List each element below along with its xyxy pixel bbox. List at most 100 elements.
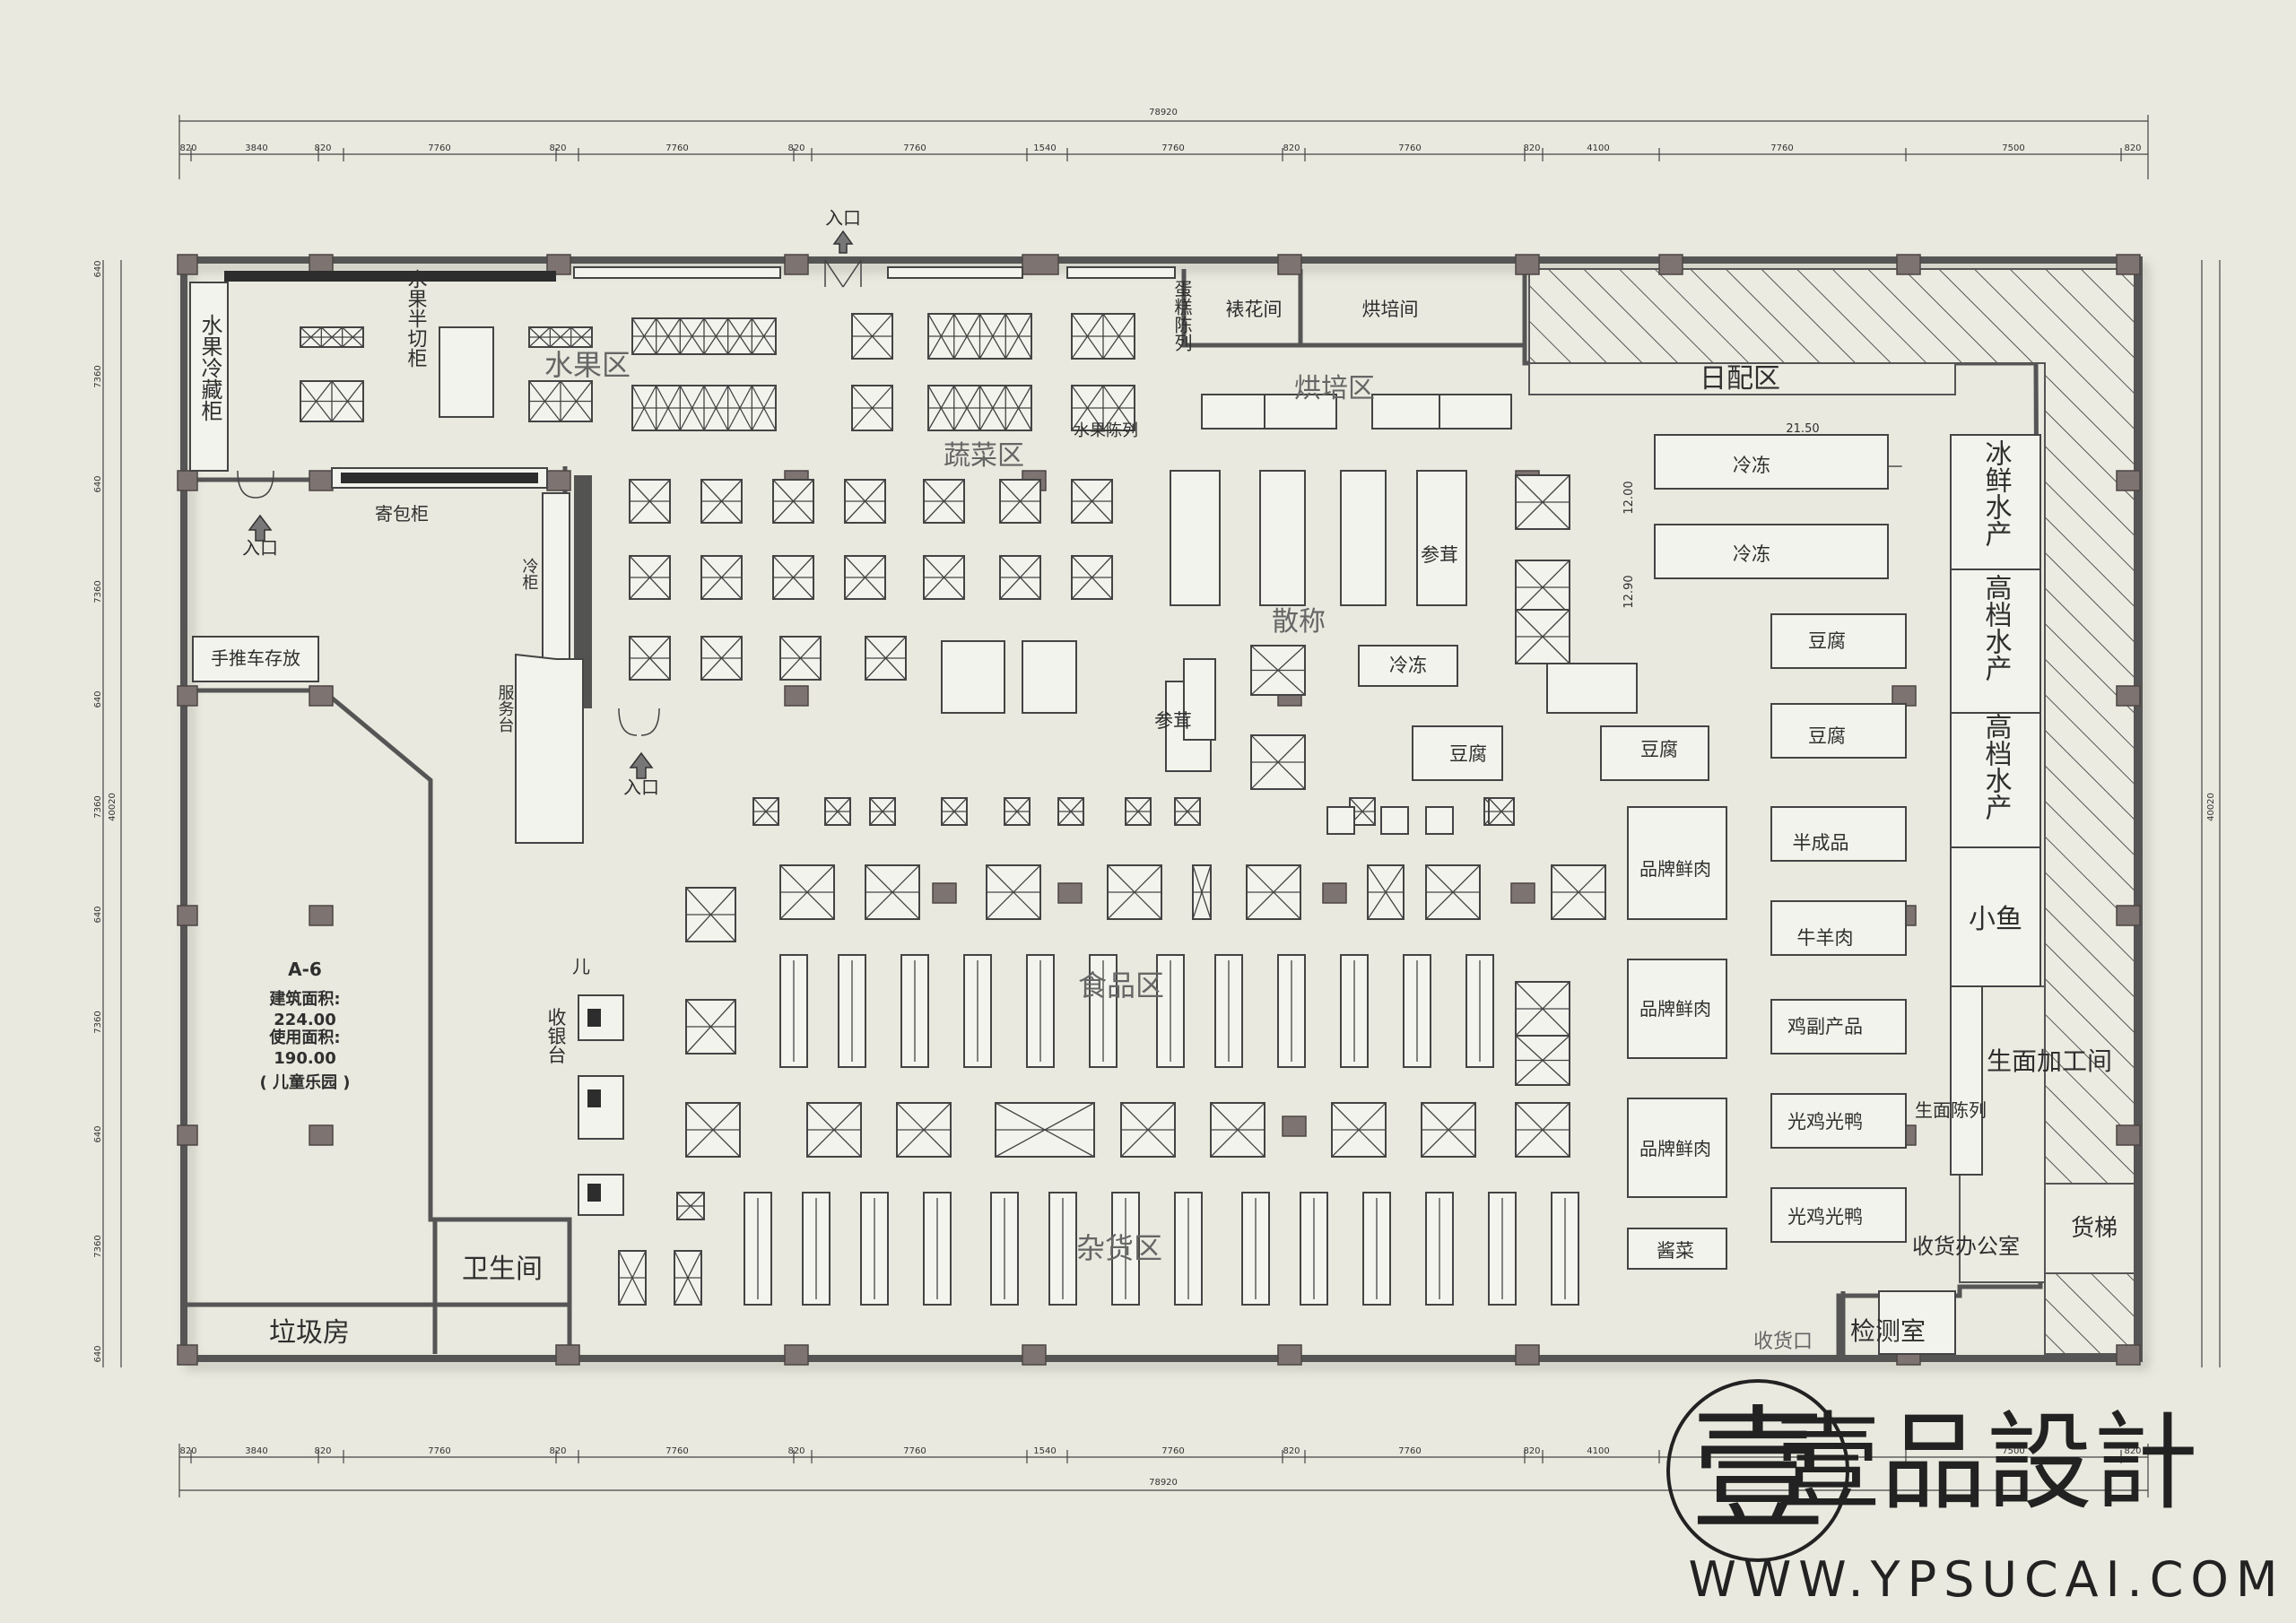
dim-label: 820 (787, 1446, 804, 1456)
shelf-unit (1340, 954, 1369, 1068)
dim-label: 640 (93, 260, 103, 277)
display-case (806, 1102, 862, 1158)
dim-12-90: 12.90 (1622, 575, 1636, 608)
display-case (1004, 797, 1031, 826)
shelf-unit (963, 954, 992, 1068)
food-zone-label: 食品区 (1078, 968, 1164, 1002)
shelf-unit (1048, 1192, 1077, 1306)
overall-dim-bottom: 78920 (1149, 1478, 1178, 1488)
service-desk (192, 636, 624, 1216)
dim-label: 7360 (93, 1011, 103, 1033)
bake-zone-label: 烘培区 (1294, 373, 1375, 404)
display-fixtures (300, 313, 1692, 1306)
dimension-ticks (190, 148, 2122, 1463)
shelf-unit (1300, 1192, 1328, 1306)
brand-meat-label-1: 品牌鲜肉 (1639, 858, 1711, 880)
display-case (1515, 981, 1570, 1037)
display-case (1125, 797, 1152, 826)
display-case (927, 385, 1032, 431)
display-case (752, 797, 779, 826)
display-case (779, 636, 822, 681)
area-labels: 水果冷藏柜 水果半切柜 水果区 蔬菜区 水果陈列 蛋糕陈列 裱花间 烘培间 烘培… (197, 207, 2118, 1353)
display-case (1515, 474, 1570, 530)
room-a6-id: A-6 (288, 959, 322, 980)
dim-label: 640 (93, 906, 103, 923)
dim-label: 4100 (1587, 143, 1609, 153)
shelf-unit (1488, 1192, 1517, 1306)
cake-display-label: 蛋糕陈列 (1171, 280, 1193, 352)
dimension-labels-top: 78920 820 3840 820 7760 820 7760 820 776… (179, 108, 2141, 153)
room-a6-area1: 224.00 (274, 1011, 335, 1029)
toilet-label: 卫生间 (462, 1254, 543, 1285)
tofu-label-1: 豆腐 (1808, 630, 1846, 652)
shelf-unit (900, 954, 929, 1068)
dimension-lines (102, 115, 2221, 1497)
shelf-unit (1403, 954, 1431, 1068)
shelf-unit (1277, 954, 1306, 1068)
entrance-label-3: 入口 (623, 777, 659, 798)
dimension-labels-side: 40020 40020 640 7360 640 7360 640 7360 6… (93, 260, 2216, 1362)
beef-label: 牛羊肉 (1797, 927, 1854, 949)
receiving-office-label: 收货办公室 (1912, 1234, 2020, 1259)
counter (1340, 470, 1387, 606)
garbage-label: 垃圾房 (269, 1317, 350, 1349)
dim-label: 7760 (1161, 143, 1184, 153)
display-case (1515, 609, 1570, 664)
locker-label: 寄包柜 (375, 503, 429, 525)
room-a6-name: ( 儿童乐园 ) (260, 1072, 351, 1092)
duck-label-1: 光鸡光鸭 (1787, 1111, 1863, 1133)
inspection-label: 检测室 (1850, 1316, 1926, 1346)
display-case (1192, 864, 1212, 920)
dimension-labels-bottom: 820 3840 820 7760 820 7760 820 7760 1540… (179, 1446, 2141, 1488)
kids-mark: 儿 (572, 956, 590, 977)
shelf-unit (1214, 954, 1243, 1068)
shelf-unit (923, 1192, 952, 1306)
shelf-unit (860, 1192, 889, 1306)
fruit-zone-label: 水果区 (544, 348, 631, 382)
entrance-arrow-icons (248, 230, 854, 779)
shelf-unit (1362, 1192, 1391, 1306)
dim-label: 7360 (93, 580, 103, 603)
dim-label: 820 (1523, 143, 1540, 153)
dim-label: 7760 (1161, 1446, 1184, 1456)
dim-label: 7760 (665, 1446, 688, 1456)
display-case (700, 555, 743, 600)
display-case (1071, 313, 1135, 360)
room-a6-children-playground: A-6 建筑面积: 224.00 使用面积: 190.00 ( 儿童乐园 ) (260, 959, 351, 1092)
shelf-unit (990, 1192, 1019, 1306)
dim-label: 7360 (93, 1235, 103, 1257)
dim-label: 820 (549, 143, 566, 153)
shelf-unit (1156, 954, 1185, 1068)
brand-meat-label-2: 品牌鲜肉 (1639, 998, 1711, 1020)
display-case (1331, 1102, 1387, 1158)
display-case (685, 999, 736, 1055)
elevator-label: 货梯 (2071, 1215, 2118, 1242)
water-display-label: 水果陈列 (1074, 421, 1138, 440)
display-case (865, 636, 907, 681)
display-case (923, 555, 965, 600)
dim-label: 7500 (2002, 143, 2024, 153)
shelf-unit (1551, 1192, 1579, 1306)
counter (1170, 470, 1221, 606)
display-case (1120, 1102, 1176, 1158)
dim-label: 640 (93, 1125, 103, 1142)
dim-12-00: 12.00 (1622, 481, 1636, 514)
small-fish-label: 小鱼 (1969, 904, 2022, 935)
dim-label: 7760 (903, 1446, 926, 1456)
display-case (865, 864, 920, 920)
dim-label: 3840 (245, 1446, 267, 1456)
semi-product-label: 半成品 (1793, 832, 1849, 854)
fruit-cut-counter (439, 326, 494, 418)
display-case (700, 636, 743, 681)
display-case (999, 555, 1041, 600)
display-case (1515, 560, 1570, 615)
display-case (1071, 385, 1135, 431)
display-case (685, 1102, 741, 1158)
display-case (923, 479, 965, 524)
brand-meat-label-3: 品牌鲜肉 (1639, 1138, 1711, 1159)
display-case (1210, 1102, 1265, 1158)
dim-label: 820 (2124, 1446, 2141, 1456)
shelf-unit (802, 1192, 831, 1306)
duck-label-2: 光鸡光鸭 (1787, 1206, 1863, 1228)
